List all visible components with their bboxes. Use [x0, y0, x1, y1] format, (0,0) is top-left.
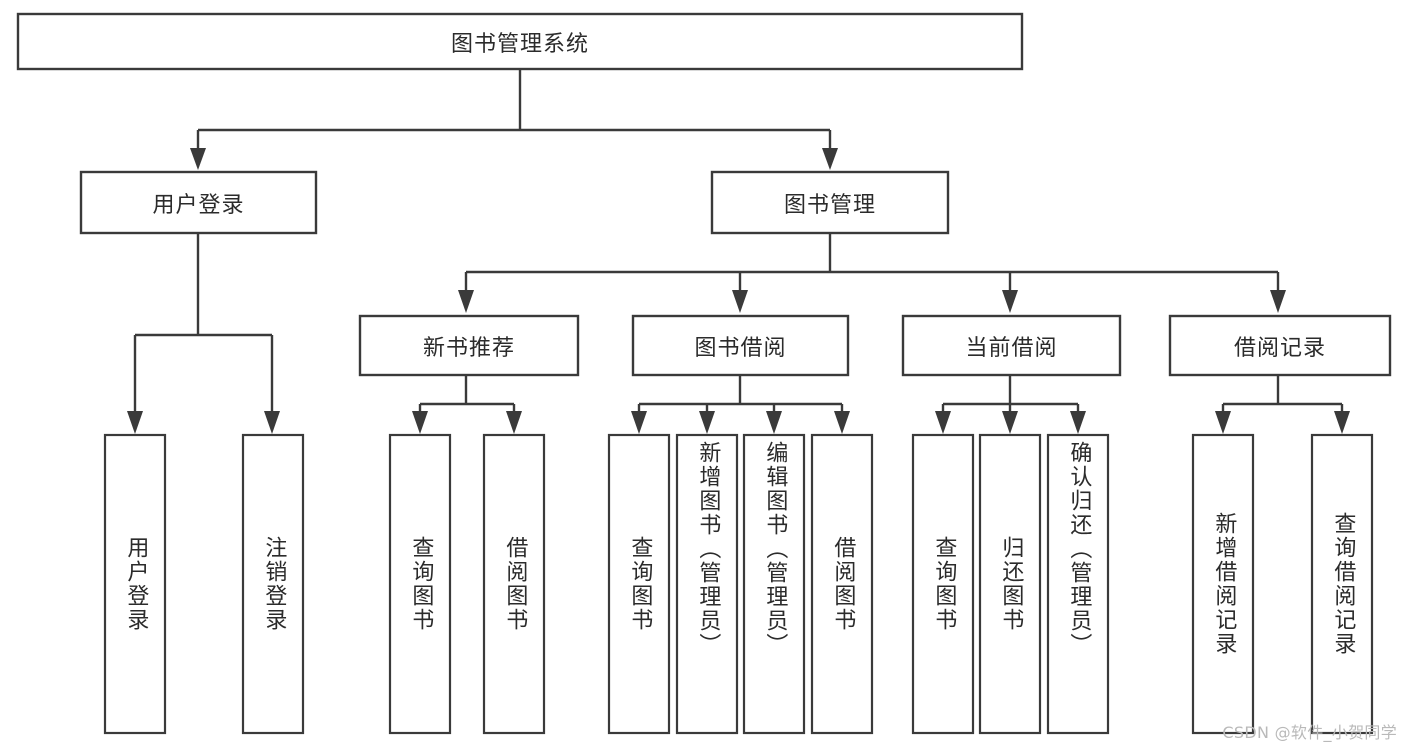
arrow-head-leaf-user-logout — [264, 411, 280, 434]
node-box-leaf-add-book[interactable] — [675, 433, 739, 735]
arrow-head-new-book-recommend — [458, 290, 474, 313]
node-box-leaf-borrow-book-2[interactable] — [810, 433, 874, 735]
connector-group-root — [190, 68, 838, 170]
node-box-leaf-query-book-1[interactable] — [388, 433, 452, 735]
node-box-leaf-user-login[interactable] — [103, 433, 167, 735]
arrow-head-leaf-borrow-book-1 — [506, 411, 522, 434]
arrow-head-leaf-add-book — [699, 411, 715, 434]
connector-group-current-borrow — [935, 375, 1086, 434]
node-box-leaf-add-record[interactable] — [1191, 433, 1255, 735]
arrow-head-book-manage — [822, 148, 838, 170]
connector-group-borrow-record — [1215, 375, 1350, 434]
node-box-leaf-edit-book[interactable] — [742, 433, 806, 735]
node-box-leaf-user-logout[interactable] — [241, 433, 305, 735]
node-box-leaf-query-book-2[interactable] — [607, 433, 671, 735]
connector-group-book-manage — [458, 233, 1286, 313]
arrow-head-user-login — [190, 148, 206, 170]
arrow-head-leaf-query-book-3 — [935, 411, 951, 434]
node-box-book-borrow[interactable] — [631, 314, 850, 377]
node-box-leaf-confirm-return[interactable] — [1046, 433, 1110, 735]
arrow-head-leaf-query-book-1 — [412, 411, 428, 434]
node-box-current-borrow[interactable] — [901, 314, 1122, 377]
arrow-head-leaf-query-record — [1334, 411, 1350, 434]
csdn-watermark: CSDN @软件_小贺同学 — [1222, 723, 1397, 742]
arrow-head-leaf-user-login — [127, 411, 143, 434]
node-box-new-book-recommend[interactable] — [358, 314, 580, 377]
arrow-head-leaf-add-record — [1215, 411, 1231, 434]
arrow-head-current-borrow — [1002, 290, 1018, 313]
node-box-leaf-query-record[interactable] — [1310, 433, 1374, 735]
arrow-head-book-borrow — [732, 290, 748, 313]
node-box-leaf-borrow-book-1[interactable] — [482, 433, 546, 735]
connector-group-user-login — [127, 233, 280, 434]
connector-group-book-borrow — [631, 375, 850, 434]
node-box-book-manage[interactable] — [710, 170, 950, 235]
arrow-head-leaf-borrow-book-2 — [834, 411, 850, 434]
arrow-head-leaf-return-book — [1002, 411, 1018, 434]
arrow-head-leaf-edit-book — [766, 411, 782, 434]
arrow-head-leaf-query-book-2 — [631, 411, 647, 434]
node-box-leaf-query-book-3[interactable] — [911, 433, 975, 735]
node-box-root[interactable] — [16, 12, 1024, 71]
node-box-user-login[interactable] — [79, 170, 318, 235]
node-box-borrow-record[interactable] — [1168, 314, 1392, 377]
node-box-leaf-return-book[interactable] — [978, 433, 1042, 735]
arrow-head-borrow-record — [1270, 290, 1286, 313]
arrow-head-leaf-confirm-return — [1070, 411, 1086, 434]
connector-group-new-book-recommend — [412, 375, 522, 434]
